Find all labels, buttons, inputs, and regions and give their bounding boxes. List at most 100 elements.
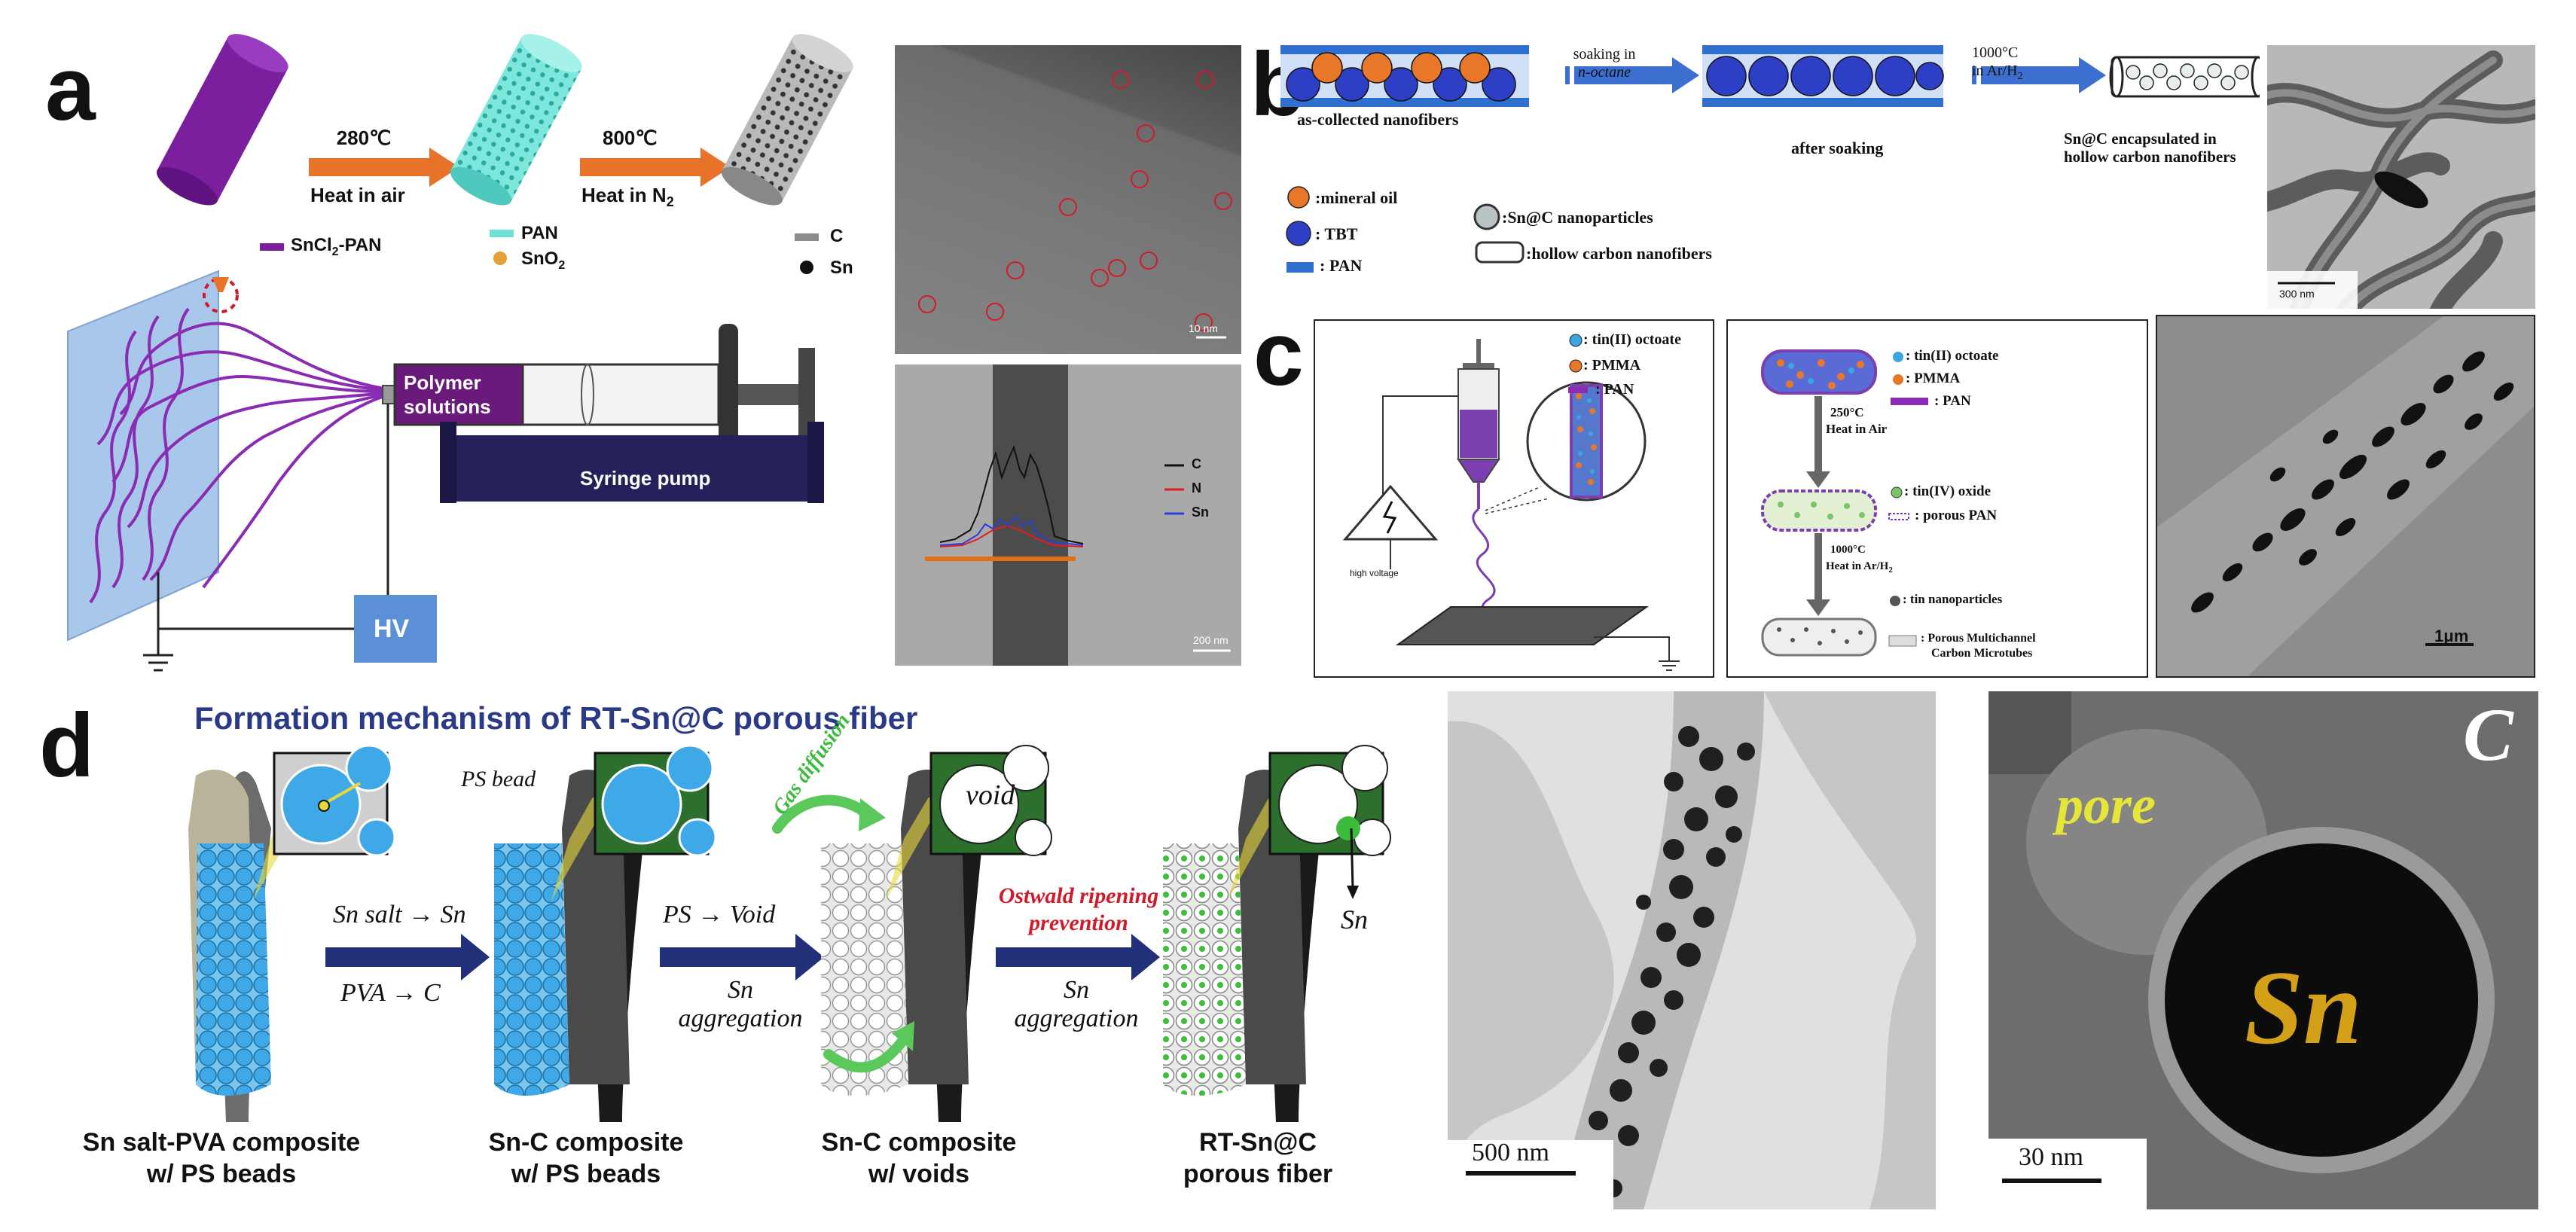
c-mid-porous-pan: : porous PAN xyxy=(1915,508,1998,523)
hv-box xyxy=(354,595,437,663)
after-soaking-fiber xyxy=(1702,45,1944,107)
legend-snc-swatch xyxy=(1473,203,1500,230)
tem-image-b: 300 nm xyxy=(2267,45,2535,309)
caption-4-line2: porous fiber xyxy=(1183,1160,1333,1188)
pan-sno2-fiber xyxy=(450,34,582,206)
sn-pointer-label: Sn xyxy=(1341,904,1368,935)
heat-b-line2: in Ar/H xyxy=(1972,63,2018,79)
caption-1-line1: Sn salt-PVA composite xyxy=(82,1128,361,1157)
d-arrow2-bottom-line2: aggregation xyxy=(678,1005,803,1032)
soaking-line2: n-octane xyxy=(1578,64,1631,81)
d-arrow2-bottom-line1: Sn xyxy=(728,976,753,1004)
heat-arrow-1 xyxy=(309,148,459,187)
electrospun-jets xyxy=(89,307,385,604)
heat-b-line1: 1000°C xyxy=(1972,44,2019,61)
legend-swatch-sn xyxy=(800,261,813,274)
polymer-line2: solutions xyxy=(404,395,491,418)
syringe-pump-label: Syringe pump xyxy=(580,467,711,489)
legend-linescan-n: N xyxy=(1192,480,1201,496)
linescan-sn xyxy=(939,515,1084,546)
legend-swatch-pan xyxy=(490,230,514,237)
c-mid-pmma: : PMMA xyxy=(1906,371,1961,386)
soak-arrow xyxy=(1565,57,1699,93)
hv-wiring xyxy=(157,404,389,655)
legend-swatch-sncl2-pan xyxy=(260,243,284,251)
heat-b-sub: 2 xyxy=(2017,71,2023,82)
c-left-pmma: : PMMA xyxy=(1583,357,1641,374)
legend-pan-text: PAN xyxy=(521,223,558,243)
panel-b-schematic xyxy=(1280,45,2260,273)
step1-label: Heat in air xyxy=(310,184,405,206)
d-arrow-1 xyxy=(325,934,490,980)
tem-a-bottom-scale: 200 nm xyxy=(1193,634,1228,646)
c-mid-step2-label: Heat in Ar/H xyxy=(1826,560,1889,572)
d-arrow3-bottom-line2: aggregation xyxy=(1014,1005,1139,1032)
legend-hollow-swatch xyxy=(1475,241,1525,264)
c-mid-tin-oxide: : tin(IV) oxide xyxy=(1904,483,1992,499)
soaking-line1: soaking in xyxy=(1573,46,1636,63)
legend-c-text: C xyxy=(830,226,844,246)
hrtem-scale: 30 nm xyxy=(2019,1143,2083,1171)
legend-snc-nanoparticles: :Sn@C nanoparticles xyxy=(1502,208,1653,227)
c-mid-tin-octoate: : tin(II) octoate xyxy=(1906,348,1999,364)
polymer-line1: Polymer xyxy=(404,371,481,394)
hrtem-image-d: C pore Sn 30 nm xyxy=(1988,691,2538,1209)
caption-3-line2: w/ voids xyxy=(868,1160,970,1188)
syringe xyxy=(382,324,815,467)
hv-label: HV xyxy=(374,614,410,643)
legend-pan-b: : PAN xyxy=(1320,256,1363,275)
result-b-line1: Sn@C encapsulated in xyxy=(2064,130,2217,148)
hrtem-sn-label: Sn xyxy=(2245,950,2362,1066)
syringe-pump xyxy=(440,422,824,503)
legend-hollow-carbon: :hollow carbon nanofibers xyxy=(1526,244,1712,263)
panel-d-schematic xyxy=(188,744,1391,1122)
legend-linescan-c: C xyxy=(1192,456,1201,471)
c-left-pan: : PAN xyxy=(1595,381,1634,398)
c-mid-step1-temp: 250°C xyxy=(1830,405,1864,419)
ps-bead-label: PS bead xyxy=(461,767,536,791)
heat-arrow-2 xyxy=(580,148,731,187)
hrtem-pore-label: pore xyxy=(2056,775,2156,835)
c-left-tin-octoate: : tin(II) octoate xyxy=(1583,331,1681,348)
d-arrow1-top: Sn salt → Sn xyxy=(333,901,466,929)
legend-sncl2-text: SnCl xyxy=(291,235,332,255)
hrtem-letter: C xyxy=(2463,693,2513,776)
legend-sno2-sub: 2 xyxy=(558,258,566,272)
caption-3-line1: Sn-C composite xyxy=(821,1128,1017,1157)
panel-d-title: Formation mechanism of RT-Sn@C porous fi… xyxy=(194,700,918,736)
taylor-cone-highlight xyxy=(203,277,239,313)
panel-letter-c: c xyxy=(1253,303,1304,404)
d-arrow3-bottom-line1: Sn xyxy=(1064,976,1089,1004)
caption-4-line1: RT-Sn@C xyxy=(1199,1128,1317,1157)
legend-tbt-swatch xyxy=(1286,221,1311,246)
step2-temp: 800℃ xyxy=(603,127,658,149)
legend-sncl2-suffix: -PAN xyxy=(338,235,382,255)
c-mid-pmct-line2: Carbon Microtubes xyxy=(1931,647,2033,660)
tem-image-d: 500 nm xyxy=(1448,691,1936,1209)
step2-sub: 2 xyxy=(666,194,674,210)
c-mid-tin-np: : tin nanoparticles xyxy=(1903,592,2003,606)
tem-image-a-bottom: C N Sn 200 nm xyxy=(895,364,1241,666)
tem-image-a-top: 10 nm xyxy=(895,45,1241,354)
tem-a-top-scale: 10 nm xyxy=(1189,322,1218,334)
legend-mineral-oil-swatch xyxy=(1287,186,1310,209)
fiber-rt-snc xyxy=(1163,769,1321,1122)
as-collected-fiber xyxy=(1280,45,1529,107)
d-arrow2-top: PS → Void xyxy=(663,901,776,929)
legend-pan-swatch xyxy=(1286,262,1314,273)
panel-c-mid-box: 250°C Heat in Air 1000°C Heat in Ar/H2 :… xyxy=(1726,319,2148,678)
legend-swatch-sno2 xyxy=(493,252,507,265)
as-collected-label: as-collected nanofibers xyxy=(1297,110,1459,129)
legend-linescan-sn: Sn xyxy=(1192,505,1210,520)
tem-d-scale: 500 nm xyxy=(1472,1139,1549,1166)
sncl2-pan-fiber xyxy=(156,34,288,206)
c-mid-step2-sub: 2 xyxy=(1888,566,1893,575)
c-mid-pmct-line1: : Porous Multichannel xyxy=(1921,632,2036,645)
c-mid-step1-label: Heat in Air xyxy=(1826,422,1888,436)
linescan-c xyxy=(939,445,1084,544)
d-arrow3-top-line2: prevention xyxy=(1029,910,1128,935)
carbon-sn-fiber xyxy=(721,34,853,206)
legend-sn-text: Sn xyxy=(830,258,853,278)
legend-swatch-c xyxy=(795,233,819,241)
legend-mineral-oil: :mineral oil xyxy=(1315,188,1398,207)
